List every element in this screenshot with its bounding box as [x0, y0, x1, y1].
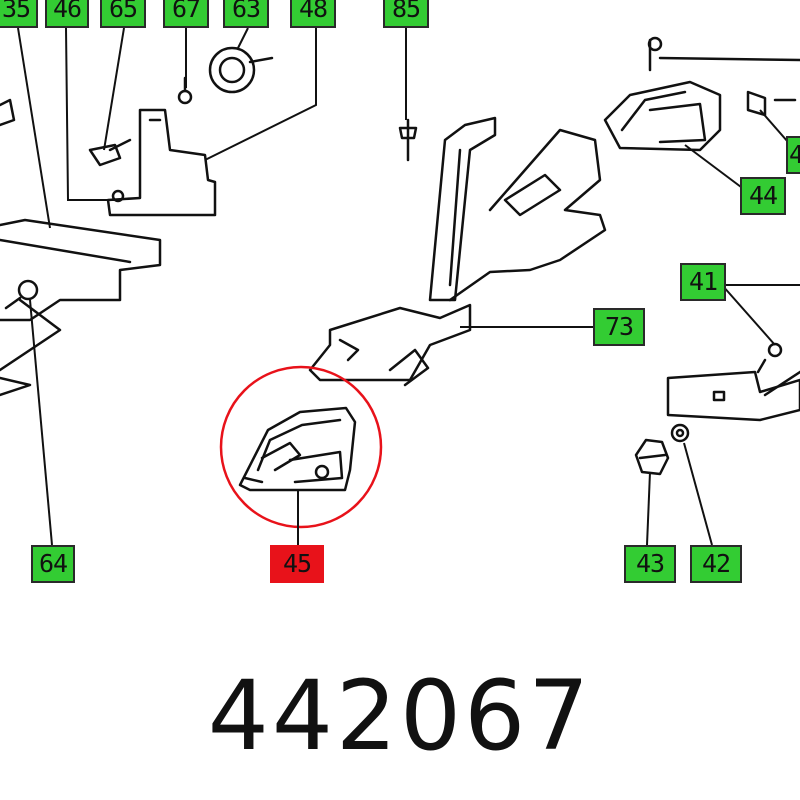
screw-part — [398, 118, 418, 162]
callout-48: 48 — [290, 0, 336, 28]
knob-part — [208, 46, 274, 94]
callout-73: 73 — [593, 308, 645, 346]
leader-35 — [17, 27, 51, 229]
part-44-drawing — [603, 36, 800, 152]
callout-63: 63 — [223, 0, 269, 28]
part-42-drawing — [670, 423, 690, 443]
left-plate-part — [0, 98, 162, 397]
leader-46 — [65, 27, 118, 201]
leader-44 — [684, 144, 746, 191]
leader-48 — [204, 28, 317, 161]
part-41-drawing — [666, 342, 800, 422]
callout-65: 65 — [100, 0, 146, 28]
callout-42: 42 — [690, 545, 742, 583]
callout-45-highlighted: 45 — [270, 545, 324, 583]
part-45-drawing — [238, 406, 357, 492]
leader-63 — [237, 27, 249, 49]
part-43-drawing — [634, 438, 670, 476]
callout-43: 43 — [624, 545, 676, 583]
leader-65 — [103, 27, 125, 151]
callout-35: 35 — [0, 0, 38, 28]
leader-42 — [683, 442, 713, 546]
highlight-circle — [219, 365, 383, 529]
callout-4x: 4 — [786, 136, 800, 174]
callout-85: 85 — [383, 0, 429, 28]
fence-part — [308, 116, 607, 387]
callout-44: 44 — [740, 177, 786, 215]
leader-41 — [721, 284, 800, 346]
leader-64 — [29, 299, 53, 546]
callout-67: 67 — [163, 0, 209, 28]
part-number: 442067 — [207, 660, 593, 772]
callout-64: 64 — [31, 545, 75, 583]
leader-43 — [646, 471, 651, 546]
callout-46: 46 — [45, 0, 89, 28]
callout-41: 41 — [680, 263, 726, 301]
bracket-part — [88, 76, 217, 217]
